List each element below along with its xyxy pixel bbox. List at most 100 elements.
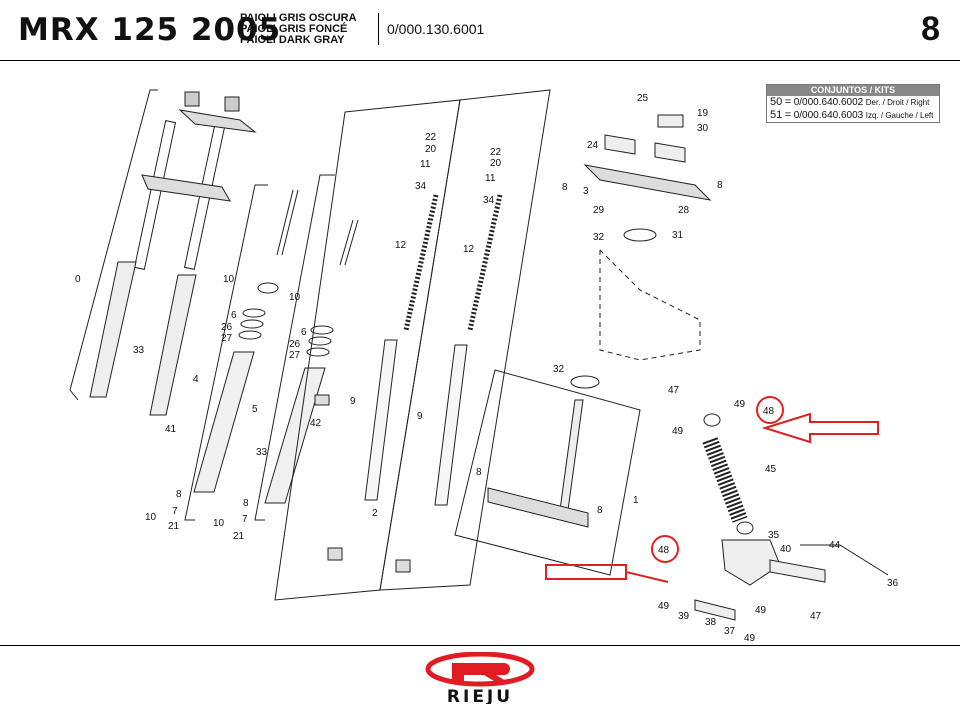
callout: 11 <box>485 173 496 184</box>
callout: 8 <box>717 180 723 191</box>
callout: 49 <box>658 601 670 612</box>
callout: 39 <box>678 611 690 622</box>
spacer <box>327 547 343 561</box>
header-rule <box>0 60 960 61</box>
linkage-arm <box>694 599 736 621</box>
red-arrow <box>545 564 669 583</box>
callout: 26 <box>221 322 233 333</box>
callout: 32 <box>593 232 605 243</box>
callout-labels: 0 33 41 4 10 6 26 27 8 7 21 10 5 10 6 26… <box>75 93 899 644</box>
callout: 22 <box>425 132 437 143</box>
handlebar-clamp <box>654 142 686 163</box>
seal-ring <box>242 308 266 318</box>
linkage-rod <box>769 559 826 583</box>
steering-stem <box>559 399 584 511</box>
handlebar-clamp <box>604 134 636 155</box>
callout: 27 <box>221 333 233 344</box>
callout: 35 <box>768 530 780 541</box>
kit-row: 51 = 0/000.640.6003 Izq. / Gauche / Left <box>767 109 939 122</box>
callout: 1 <box>633 495 639 506</box>
highlight-circle <box>651 535 679 563</box>
callout: 47 <box>668 385 680 396</box>
callout: 30 <box>697 123 709 134</box>
callout: 49 <box>734 399 746 410</box>
seal-ring <box>306 347 330 357</box>
bracket-line <box>254 174 335 521</box>
callout: 8 <box>176 489 182 500</box>
callout: 44 <box>829 540 841 551</box>
bearing <box>623 228 657 242</box>
fork-cap <box>224 96 240 112</box>
callout: 34 <box>483 195 495 206</box>
fork-rod <box>276 189 294 256</box>
callout: 9 <box>417 411 423 422</box>
callout: 4 <box>193 374 199 385</box>
callout: 32 <box>553 364 565 375</box>
callout: 12 <box>395 240 407 251</box>
callout: 21 <box>168 521 180 532</box>
callout: 8 <box>597 505 603 516</box>
callout: 6 <box>231 310 237 321</box>
fork-slider <box>149 274 197 416</box>
header-separator <box>378 13 379 45</box>
fork-spring <box>467 194 503 331</box>
fork-cap <box>184 91 200 107</box>
inner-panel <box>274 99 461 601</box>
color-description: PAIOLI GRIS OSCURA PAIOLI GRIS FONCÉ PAI… <box>240 13 357 46</box>
steering-panel <box>454 369 641 576</box>
callout: 11 <box>420 159 431 170</box>
kit-id: 50 <box>770 96 783 108</box>
logo-ellipse-icon <box>425 652 535 687</box>
color-line-fr: PAIOLI GRIS FONCÉ <box>240 23 348 35</box>
logo-wordmark: RIEJU <box>447 687 513 704</box>
fork-rod <box>281 189 299 256</box>
callout: 8 <box>476 467 482 478</box>
bushing <box>314 394 330 406</box>
seal-ring <box>240 319 264 329</box>
inner-tube <box>434 344 468 506</box>
bracket-line <box>184 184 268 521</box>
callout: 8 <box>562 182 568 193</box>
callout: 27 <box>289 350 301 361</box>
upper-triple-clamp <box>178 109 257 133</box>
kit-side: Der. / Droit / Right <box>865 98 930 107</box>
shock-eye <box>736 521 754 535</box>
callout: 5 <box>252 404 258 415</box>
bearing <box>570 375 600 389</box>
callout: 10 <box>223 274 235 285</box>
lower-triple-clamp <box>141 174 231 202</box>
seal-ring <box>238 330 262 340</box>
callout: 28 <box>678 205 690 216</box>
fork-spring <box>403 194 439 331</box>
callout: 0 <box>75 274 81 285</box>
fork-rod <box>339 219 354 266</box>
page-header: MRX 125 2005 PAIOLI GRIS OSCURA PAIOLI G… <box>0 0 960 60</box>
seal-ring <box>308 336 332 346</box>
inner-panel <box>379 89 551 591</box>
color-line-es: PAIOLI GRIS OSCURA <box>240 12 357 24</box>
callout: 24 <box>587 140 599 151</box>
kit-eq: = <box>784 96 792 108</box>
callout: 2 <box>372 508 378 519</box>
shock-eye <box>703 413 721 427</box>
cap-clamp <box>657 114 684 128</box>
callout: 47 <box>810 611 822 622</box>
callout: 34 <box>415 181 427 192</box>
callout: 48 <box>658 545 670 556</box>
callout: 20 <box>425 144 437 155</box>
callout: 10 <box>145 512 157 523</box>
callout: 45 <box>765 464 777 475</box>
inner-tube <box>364 339 398 501</box>
kit-code: 0/000.640.6002 <box>793 97 864 108</box>
kits-table: CONJUNTOS / KITS 50 = 0/000.640.6002 Der… <box>766 84 940 123</box>
logo-r-icon <box>452 663 510 681</box>
callout: 22 <box>490 147 502 158</box>
callout: 10 <box>289 292 301 303</box>
callout: 6 <box>301 327 307 338</box>
callout: 7 <box>242 514 248 525</box>
callout: 9 <box>350 396 356 407</box>
bracket-line <box>800 544 889 576</box>
callout: 49 <box>672 426 684 437</box>
spacer <box>395 559 411 573</box>
